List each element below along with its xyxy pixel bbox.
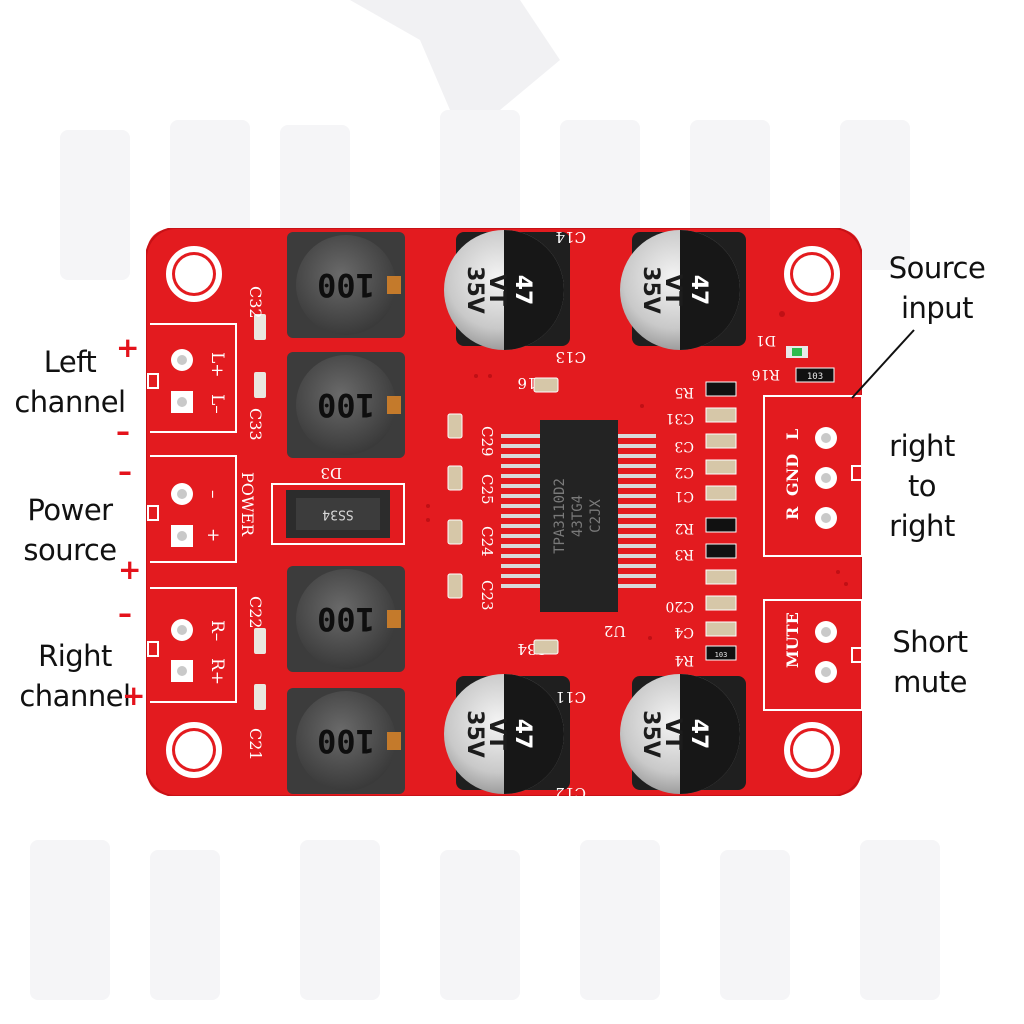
- sign-right-plus: +: [122, 679, 146, 712]
- svg-text:C33: C33: [246, 408, 265, 441]
- svg-text:C24: C24: [478, 526, 496, 557]
- svg-text:C1: C1: [674, 488, 694, 504]
- label-power-source: Power source: [23, 493, 117, 567]
- svg-text:C23: C23: [478, 580, 496, 611]
- sign-left-plus: +: [116, 331, 140, 364]
- svg-text:R2: R2: [675, 520, 694, 536]
- svg-text:C13: C13: [555, 348, 586, 366]
- svg-text:100: 100: [317, 386, 375, 424]
- svg-text:SS34: SS34: [322, 507, 353, 522]
- label-left-channel: Left channel: [14, 345, 126, 419]
- svg-text:L: L: [783, 429, 802, 440]
- svg-text:C4: C4: [674, 624, 694, 640]
- svg-text:U2: U2: [604, 622, 626, 640]
- input-header: R GND L: [763, 395, 862, 557]
- led-d1: D1 R16 103: [752, 332, 835, 383]
- svg-text:R3: R3: [675, 546, 694, 562]
- inductors: 100 100 100 100: [287, 232, 405, 794]
- svg-text:47: 47: [510, 719, 535, 750]
- silk-left-minus: L–: [207, 394, 227, 414]
- svg-text:35V: 35V: [638, 266, 663, 314]
- sign-power-minus: –: [118, 455, 132, 488]
- svg-text:C20: C20: [665, 598, 694, 614]
- svg-text:C29: C29: [478, 426, 496, 457]
- svg-text:35V: 35V: [638, 710, 663, 758]
- svg-text:100: 100: [317, 722, 375, 760]
- svg-text:C2: C2: [674, 464, 694, 480]
- svg-text:R16: R16: [752, 366, 780, 382]
- svg-text:MUTE: MUTE: [783, 612, 802, 668]
- sign-left-minus: –: [116, 415, 130, 448]
- svg-text:C14: C14: [555, 228, 586, 246]
- svg-text:C2JX: C2JX: [588, 499, 604, 533]
- terminal-pads: [171, 349, 193, 682]
- svg-text:VT: VT: [660, 718, 685, 750]
- svg-text:R5: R5: [675, 384, 694, 400]
- silk-power-minus: –: [203, 490, 223, 499]
- svg-text:103: 103: [807, 372, 823, 382]
- svg-text:47: 47: [686, 719, 711, 750]
- svg-text:35V: 35V: [462, 710, 487, 758]
- svg-text:C12: C12: [555, 784, 586, 796]
- svg-text:D1: D1: [756, 332, 776, 348]
- svg-text:VT: VT: [484, 274, 509, 306]
- svg-text:TPA3110D2: TPA3110D2: [552, 478, 568, 554]
- electrolytic-caps: VT 35V 47 VT 35V 47 VT 35V 47: [444, 230, 746, 794]
- silk-power-plus: +: [203, 528, 223, 542]
- smd-column: [705, 381, 737, 661]
- label-right-to-right: right to right: [889, 429, 955, 543]
- svg-text:C11: C11: [555, 688, 586, 706]
- svg-text:C21: C21: [246, 728, 265, 761]
- silk-right-minus: R–: [207, 620, 227, 641]
- svg-text:100: 100: [317, 600, 375, 638]
- label-source-input: Source input: [888, 251, 986, 325]
- svg-text:47: 47: [510, 275, 535, 306]
- svg-text:C31: C31: [665, 410, 694, 426]
- svg-text:43TG4: 43TG4: [570, 495, 586, 537]
- sign-right-minus: –: [118, 597, 132, 630]
- svg-text:VT: VT: [660, 274, 685, 306]
- svg-text:47: 47: [686, 275, 711, 306]
- label-right-channel: Right channel: [19, 639, 131, 713]
- silk-left-plus: L+: [207, 352, 227, 378]
- svg-text:C3: C3: [674, 438, 694, 454]
- svg-text:R4: R4: [674, 652, 694, 668]
- svg-text:D3: D3: [320, 464, 342, 482]
- silk-power-title: POWER: [238, 472, 257, 537]
- amplifier-chip: TPA3110D2 43TG4 C2JX U2: [501, 420, 656, 640]
- svg-text:R: R: [783, 506, 802, 520]
- svg-text:C32: C32: [246, 286, 265, 319]
- sign-power-plus: +: [118, 553, 142, 586]
- svg-text:C25: C25: [478, 474, 496, 505]
- svg-text:GND: GND: [783, 454, 802, 496]
- svg-text:C22: C22: [246, 596, 265, 629]
- silk-right-plus: R+: [207, 658, 227, 685]
- svg-text:100: 100: [317, 266, 375, 304]
- svg-text:VT: VT: [484, 718, 509, 750]
- mute-header: MUTE: [763, 599, 862, 711]
- svg-text:103: 103: [715, 651, 728, 659]
- svg-text:35V: 35V: [462, 266, 487, 314]
- diode-d3: SS34 D3: [271, 464, 405, 545]
- label-short-mute: Short mute: [892, 625, 968, 699]
- amplifier-board: L+ L– – + POWER R– R+ 100 100: [146, 228, 862, 796]
